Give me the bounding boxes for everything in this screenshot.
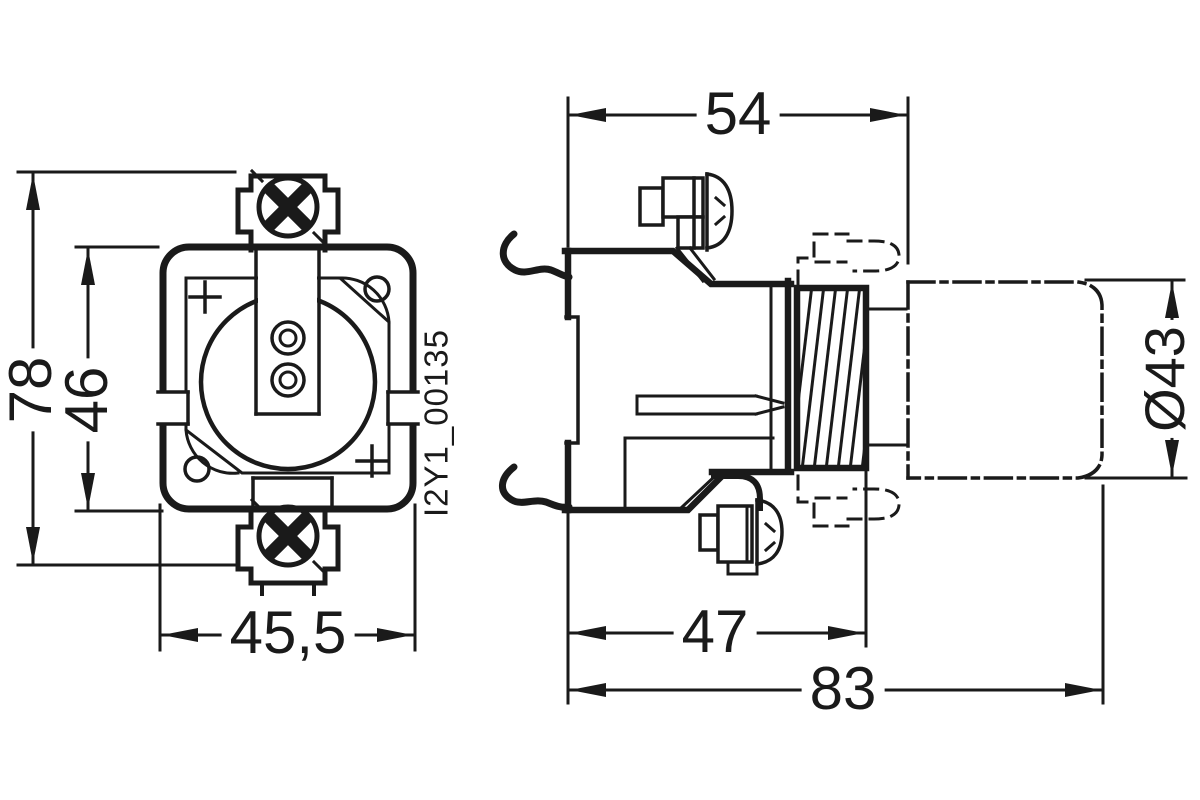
dim-label-diameter-43: Ø43: [1133, 320, 1196, 438]
front-polarity-marks: [188, 280, 389, 478]
part-number-label: I2Y1_00135: [417, 328, 455, 518]
front-side-notches: [156, 390, 420, 426]
front-bottom-stub: [251, 476, 334, 509]
phillips-cross-icon: [262, 181, 314, 233]
panel-cross-section: [793, 284, 908, 480]
dim-label-78: 78: [0, 348, 64, 432]
phillips-cross-icon: [262, 510, 314, 562]
dim-label-54: 54: [696, 84, 780, 144]
front-corner-hole: [363, 275, 391, 303]
dim-label-83: 83: [801, 659, 885, 719]
front-inner-panel: [184, 276, 391, 475]
side-spring-clips: [499, 230, 573, 511]
side-top-terminal-screw: [638, 172, 734, 284]
phantom-bezel-outline: [906, 280, 1104, 480]
dim-label-47: 47: [673, 602, 757, 662]
side-body-interior: [623, 282, 785, 511]
side-bottom-terminal-screw: [698, 473, 784, 576]
front-bottom-screw: [235, 497, 341, 596]
phantom-clamp-bottom: [796, 474, 901, 528]
side-body-notch: [564, 315, 580, 445]
side-body-outline: [561, 247, 795, 514]
dim-label-46: 46: [53, 358, 120, 442]
front-body-outline: [159, 243, 417, 513]
front-top-screw: [235, 168, 341, 253]
front-center-strip: [254, 249, 321, 416]
dim-label-45-5: 45,5: [221, 603, 355, 663]
side-view-drawing: [499, 172, 1104, 576]
front-view-drawing: [156, 168, 420, 596]
phantom-clamp-top: [796, 232, 901, 286]
front-corner-hole: [183, 455, 211, 483]
front-pilot-holes: [270, 320, 306, 398]
